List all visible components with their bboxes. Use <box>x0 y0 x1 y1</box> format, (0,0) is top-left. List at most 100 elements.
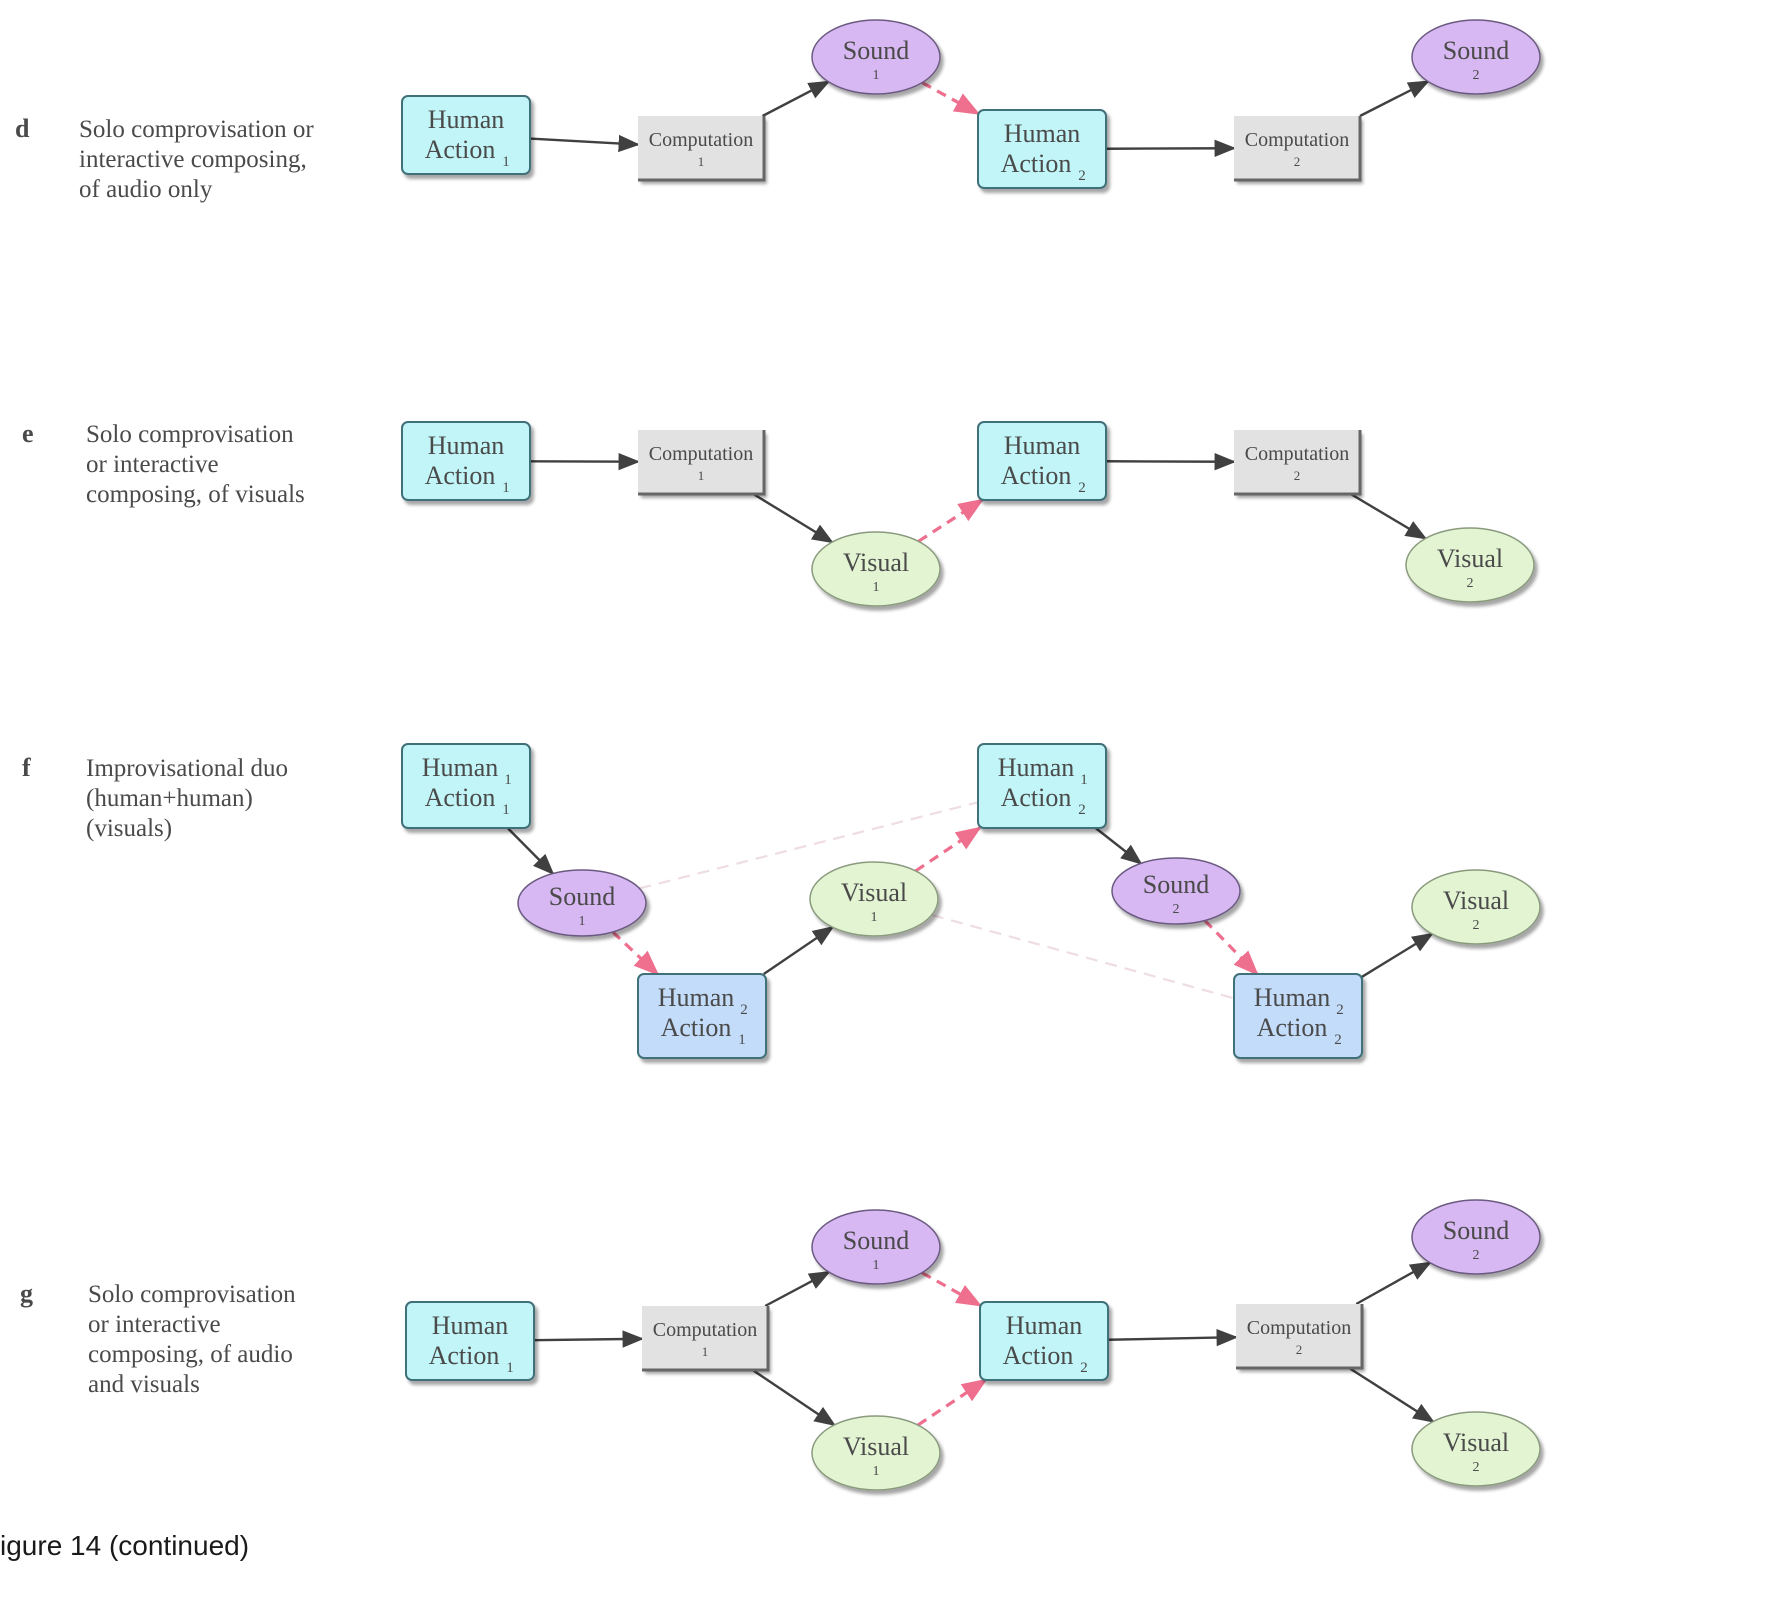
node-shape <box>977 743 1107 829</box>
node-label: Sound <box>549 882 615 911</box>
node-label: Visual <box>1443 886 1509 915</box>
node-shape <box>401 95 531 175</box>
node-label: Computation <box>649 443 753 465</box>
panel-description-line: or interactive <box>88 1311 221 1338</box>
node-subscript: 1 <box>873 68 880 83</box>
edge-arrow <box>1359 80 1430 118</box>
node-label: Action <box>1257 1013 1328 1042</box>
edge-arrow <box>1094 827 1143 865</box>
node-label: Visual <box>843 548 909 577</box>
node-label: Visual <box>843 1432 909 1461</box>
node-subscript: 2 <box>740 1002 748 1018</box>
node-subscript: 1 <box>502 480 510 496</box>
node-subscript: 2 <box>1080 1360 1088 1376</box>
node-label: Human <box>998 753 1075 782</box>
node-visual-v1: Visual 1 <box>811 1415 941 1491</box>
node-subscript: 2 <box>1467 576 1474 591</box>
node-shape <box>517 869 647 937</box>
node-shape <box>1111 857 1241 925</box>
node-shape <box>1234 430 1360 494</box>
node-label: Computation <box>649 129 753 151</box>
panel-letter: d <box>15 114 30 143</box>
node-shape <box>1411 1411 1541 1487</box>
node-subscript: 1 <box>871 910 878 925</box>
panel-description-line: and visuals <box>88 1371 200 1398</box>
edge-feedback <box>917 1378 988 1427</box>
node-label: Computation <box>1247 1317 1351 1339</box>
node-subscript: 1 <box>738 1032 746 1048</box>
panel-letter: f <box>22 753 31 782</box>
node-label: Action <box>1001 461 1072 490</box>
node-shape <box>977 421 1107 501</box>
edge-feedback <box>1203 919 1259 976</box>
node-shape <box>1236 1304 1362 1368</box>
node-subscript: 1 <box>873 580 880 595</box>
node-subscript: 1 <box>502 802 510 818</box>
node-subscript: 2 <box>1294 468 1301 483</box>
edge-feedback <box>921 1271 983 1307</box>
edge-feedback <box>611 930 660 976</box>
panel-letter: e <box>22 419 34 448</box>
edge-arrow <box>1105 453 1237 471</box>
edge-arrow <box>506 827 555 876</box>
node-label: Action <box>425 783 496 812</box>
node-subscript: 2 <box>1078 802 1086 818</box>
node-label: Action <box>1003 1341 1074 1370</box>
node-shape <box>1234 116 1360 180</box>
edge-arrow <box>1355 1261 1432 1306</box>
edge-arrow <box>1348 1366 1435 1423</box>
node-label: Action <box>1001 783 1072 812</box>
node-subscript: 1 <box>502 154 510 170</box>
node-shape <box>1233 973 1363 1059</box>
node-shape <box>811 1415 941 1491</box>
node-subscript: 1 <box>873 1464 880 1479</box>
node-label: Human <box>1006 1311 1083 1340</box>
node-subscript: 2 <box>1296 1342 1303 1357</box>
node-subscript: 1 <box>873 1258 880 1273</box>
node-label: Human <box>428 105 505 134</box>
panel-description-line: Solo comprovisation <box>88 1281 296 1308</box>
node-label: Sound <box>1443 36 1509 65</box>
figure-caption: igure 14 (continued) <box>0 1530 250 1561</box>
node-subscript: 1 <box>698 154 705 169</box>
node-subscript: 2 <box>1473 68 1480 83</box>
node-label: Computation <box>1245 129 1349 151</box>
edge-arrow <box>529 134 641 153</box>
node-label: Human <box>658 983 735 1012</box>
node-sound-s2: Sound 2 <box>1411 19 1541 95</box>
node-shape <box>977 109 1107 189</box>
node-label: Sound <box>1443 1216 1509 1245</box>
node-subscript: 2 <box>1294 154 1301 169</box>
node-label: Human <box>428 431 505 460</box>
node-label: Action <box>425 135 496 164</box>
node-computation-c2: Computation 2 <box>1234 116 1362 182</box>
node-edge-shade <box>1234 116 1362 182</box>
node-shape <box>811 531 941 607</box>
panel-description-line: interactive composing, <box>79 146 307 173</box>
node-label: Visual <box>841 878 907 907</box>
node-shape <box>1411 1199 1541 1275</box>
edge-arrow <box>1105 139 1237 157</box>
node-shape <box>1411 869 1541 945</box>
panel-description-line: Solo comprovisation <box>86 421 294 448</box>
node-subscript: 2 <box>1334 1032 1342 1048</box>
node-subscript: 1 <box>702 1344 709 1359</box>
edge-faint <box>931 913 1235 1000</box>
edge-arrow <box>751 1369 837 1427</box>
edge-arrow <box>763 925 835 975</box>
node-edge-shade <box>638 430 766 496</box>
